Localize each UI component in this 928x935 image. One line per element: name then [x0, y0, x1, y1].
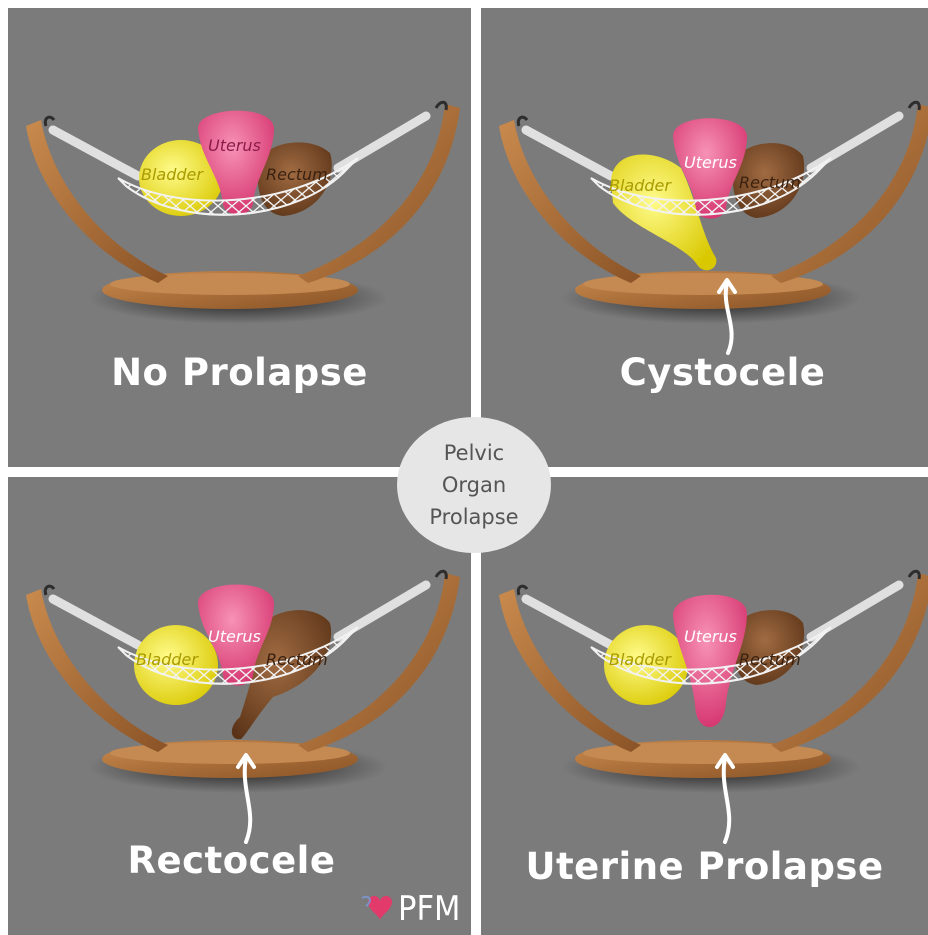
panel-no-prolapse: Bladder Uterus Rectum No Prolapse — [8, 8, 471, 467]
uterus-label: Uterus — [208, 627, 261, 646]
center-title-badge: Pelvic Organ Prolapse — [397, 417, 551, 553]
bladder-label: Bladder — [609, 650, 672, 669]
caption-no-prolapse: No Prolapse — [8, 351, 471, 394]
bladder-label: Bladder — [136, 650, 199, 669]
uterus-label: Uterus — [684, 153, 737, 172]
center-title-line3: Prolapse — [429, 501, 518, 533]
center-title-line2: Organ — [442, 469, 506, 501]
caption-rectocele: Rectocele — [8, 839, 463, 882]
hammock-illustration: Bladder Uterus Rectum — [481, 8, 928, 467]
panel-uterine-prolapse: Bladder Uterus Rectum Uterine Prolapse — [481, 477, 928, 935]
bladder-label: Bladder — [141, 165, 204, 184]
panel-rectocele: Bladder Uterus Rectum Rectocele — [8, 477, 471, 935]
uterus-label: Uterus — [684, 627, 737, 646]
rectum-label: Rectum — [739, 173, 801, 192]
rectum-label: Rectum — [266, 165, 328, 184]
caption-cystocele: Cystocele — [499, 351, 928, 394]
rectum-label: Rectum — [739, 650, 801, 669]
center-title-line1: Pelvic — [444, 437, 504, 469]
caption-uterine-prolapse: Uterine Prolapse — [481, 845, 928, 888]
bladder-label: Bladder — [609, 176, 672, 195]
uterus-label: Uterus — [208, 136, 261, 155]
panel-cystocele: Bladder Uterus Rectum Cystocele — [481, 8, 928, 467]
rectum-label: Rectum — [266, 650, 328, 669]
svg-text:PFM: PFM — [398, 889, 458, 926]
pfm-logo: PFM — [360, 880, 458, 926]
hammock-illustration: Bladder Uterus Rectum — [8, 8, 471, 467]
